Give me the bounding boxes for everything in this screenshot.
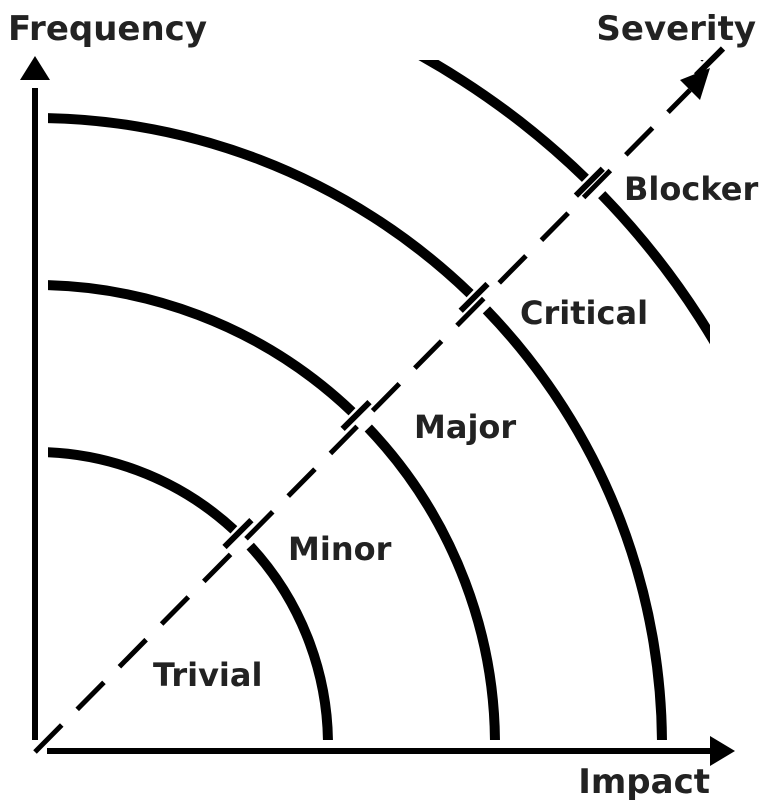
arc-minor-segment-2 (364, 424, 500, 740)
arc-minor-segment-1 (48, 280, 356, 416)
arc-trivial-segment-2 (246, 542, 333, 740)
diagonal-dashed-line (33, 88, 692, 754)
y-axis-arrow-icon (20, 56, 50, 80)
severity-arcs (48, 60, 710, 740)
tick-minor (340, 399, 372, 432)
level-label-minor: Minor (288, 530, 392, 568)
level-label-critical: Critical (520, 294, 648, 332)
arc-critical-segment-2 (598, 191, 710, 345)
arc-major-segment-1 (48, 113, 474, 298)
y-axis-label: Frequency (8, 9, 207, 49)
arc-trivial-segment-1 (48, 447, 238, 534)
level-label-major: Major (414, 408, 516, 446)
tick-major (458, 281, 490, 313)
diagonal-axis-label: Severity (596, 9, 756, 49)
severity-diagonal (33, 68, 710, 754)
diagonal-arrow-icon (680, 68, 710, 100)
arc-major-segment-2 (482, 306, 667, 740)
level-label-trivial: Trivial (153, 656, 262, 694)
level-label-blocker: Blocker (624, 170, 758, 208)
tick-trivial (222, 517, 254, 550)
x-axis-arrow-icon (710, 736, 735, 766)
x-axis-label: Impact (578, 762, 710, 802)
arc-critical-segment-1 (418, 60, 589, 182)
severity-ticks (222, 46, 726, 550)
tick-critical (573, 166, 605, 198)
axes (20, 56, 735, 766)
tick-blocker (693, 46, 726, 78)
